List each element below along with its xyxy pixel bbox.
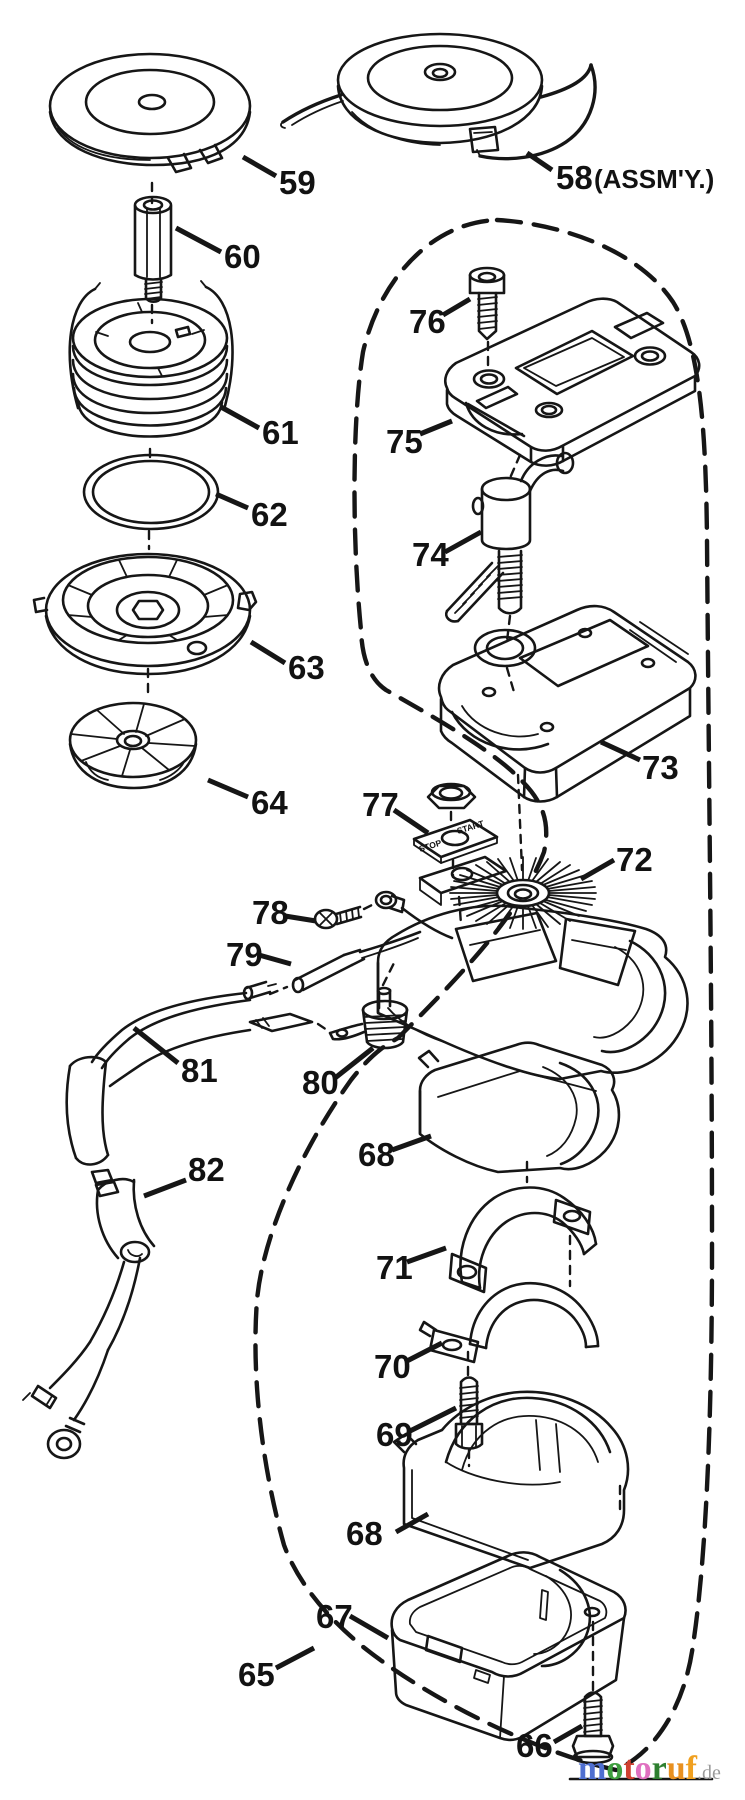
callout-58: 58: [556, 159, 593, 196]
watermark-letter: f: [685, 1750, 697, 1787]
part-74-fitting: [444, 451, 575, 623]
part-68-lower-housing: [392, 1390, 630, 1570]
callout-64: 64: [251, 784, 288, 821]
callout-81: 81: [181, 1052, 218, 1089]
part-60-standoff: [133, 195, 173, 304]
watermark-letter: t: [623, 1750, 635, 1787]
watermark-letter: m: [578, 1750, 607, 1787]
part-82-sleeve: [22, 1177, 156, 1460]
part-59-spool-cover: [48, 52, 252, 174]
assembly-dashed-lines: [146, 181, 622, 1694]
callout-60: 60: [224, 238, 261, 275]
part-67-bottom-cover: [390, 1551, 627, 1742]
part-70-clamp: [418, 1281, 600, 1364]
watermark-letter: r: [651, 1750, 667, 1787]
callout-63: 63: [288, 649, 325, 686]
part-72-gear: [449, 856, 597, 930]
part-73-bracket: [437, 604, 697, 803]
callout-59: 59: [279, 164, 316, 201]
callout-62: 62: [251, 496, 288, 533]
callout-69: 69: [376, 1416, 413, 1453]
callout-73: 73: [642, 749, 679, 786]
switch-plate-stop-label: STOP: [418, 838, 443, 854]
callout-58-suffix: (ASSM'Y.): [594, 164, 714, 194]
callout-66: 66: [516, 1727, 553, 1764]
callout-75: 75: [386, 423, 423, 460]
callout-82: 82: [188, 1151, 225, 1188]
part-81-wire-harness: [65, 991, 252, 1198]
watermark-suffix: .de: [697, 1762, 721, 1784]
part-77-switch-plate: STOP START: [412, 782, 508, 906]
watermark-letter: u: [666, 1750, 686, 1787]
callout-67: 67: [316, 1598, 353, 1635]
part-78-screw-terminal: [313, 890, 454, 940]
part-75-plate: [444, 297, 701, 467]
callout-78: 78: [252, 894, 289, 931]
watermark-letter: o: [634, 1750, 652, 1787]
callout-65: 65: [238, 1656, 275, 1693]
callout-71: 71: [376, 1249, 413, 1286]
part-66-bolt: [571, 1691, 615, 1765]
watermark-motoruf: motoruf.de: [578, 1750, 721, 1788]
callout-leaders: [132, 150, 642, 1745]
callout-77: 77: [362, 786, 399, 823]
callout-76: 76: [409, 303, 446, 340]
part-76-bolt: [468, 266, 506, 341]
part-71-clamp: [448, 1186, 598, 1294]
part-64-wheel: [68, 701, 198, 790]
callout-79: 79: [226, 936, 263, 973]
callout-labels: 59 58 (ASSM'Y.) 60 61 62 63 64 76 75 74 …: [181, 159, 714, 1764]
callout-68-lower: 68: [346, 1515, 383, 1552]
watermark-letter: o: [606, 1750, 624, 1787]
callout-61: 61: [262, 414, 299, 451]
callout-68-upper: 68: [358, 1136, 395, 1173]
starter-housing: [376, 904, 689, 1081]
group-outline-65: [253, 217, 715, 1773]
part-61-spool: [68, 280, 234, 438]
part-62-o-ring: [82, 453, 220, 531]
part-63-housing-base: [32, 552, 258, 676]
part-58-spool-assembly: [280, 32, 597, 161]
callout-70: 70: [374, 1348, 411, 1385]
callout-72: 72: [616, 841, 653, 878]
part-80-switch: [248, 986, 409, 1050]
callout-80: 80: [302, 1064, 339, 1101]
part-68-upper-cover: [417, 1041, 621, 1174]
callout-74: 74: [412, 536, 449, 573]
